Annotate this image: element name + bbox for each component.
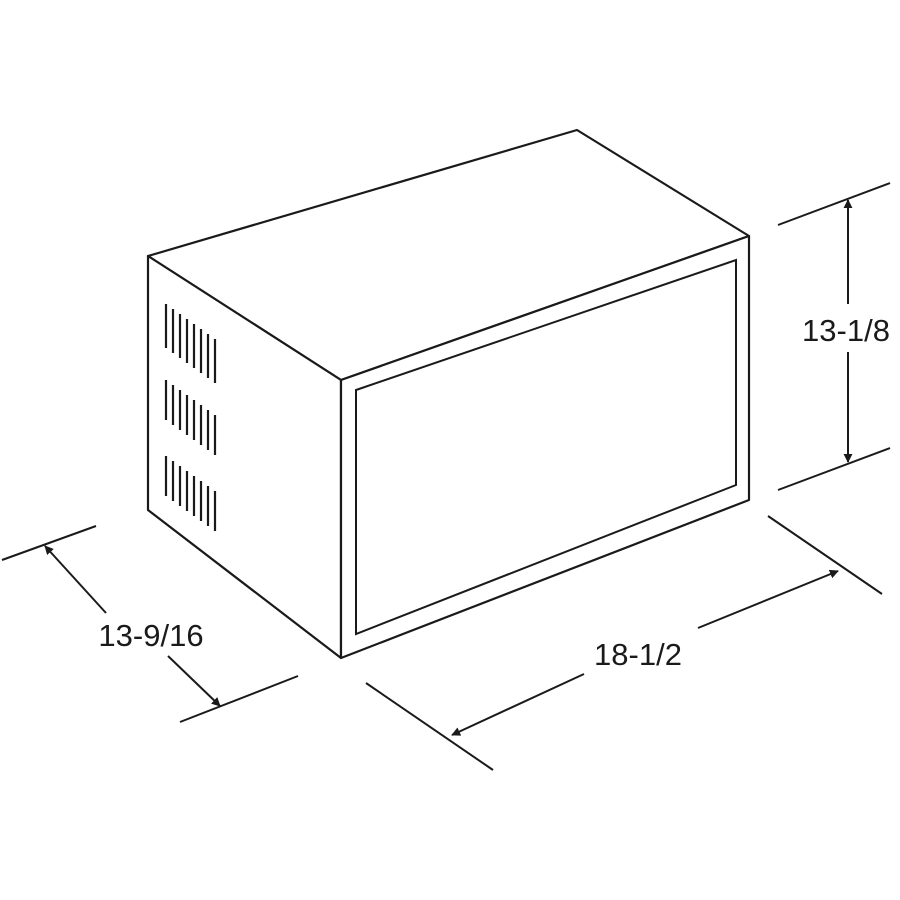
depth-extension-top	[1, 525, 97, 561]
depth-dimension: 13-9/16	[1, 525, 299, 723]
width-extension-left	[365, 682, 494, 771]
front-panel-inner	[355, 258, 737, 636]
depth-extension-bottom	[179, 675, 299, 723]
depth-arrow-upper	[44, 545, 107, 614]
width-dimension: 18-1/2	[365, 515, 883, 771]
height-extension-bottom	[777, 447, 891, 491]
vent-group-middle	[164, 380, 217, 455]
height-dimension: 13-1/8	[777, 182, 891, 491]
width-label: 18-1/2	[594, 637, 682, 672]
depth-label: 13-9/16	[98, 618, 203, 653]
width-arrow-right	[697, 569, 839, 629]
width-extension-right	[767, 515, 883, 595]
box-front-face	[339, 234, 751, 660]
depth-arrow-lower	[167, 655, 221, 707]
side-vents	[164, 304, 217, 531]
width-arrow-left	[451, 673, 585, 736]
vent-group-top	[164, 304, 217, 383]
vent-group-bottom	[164, 456, 217, 531]
height-extension-top	[777, 182, 891, 226]
box-body	[146, 128, 751, 660]
height-label: 13-1/8	[802, 313, 890, 348]
